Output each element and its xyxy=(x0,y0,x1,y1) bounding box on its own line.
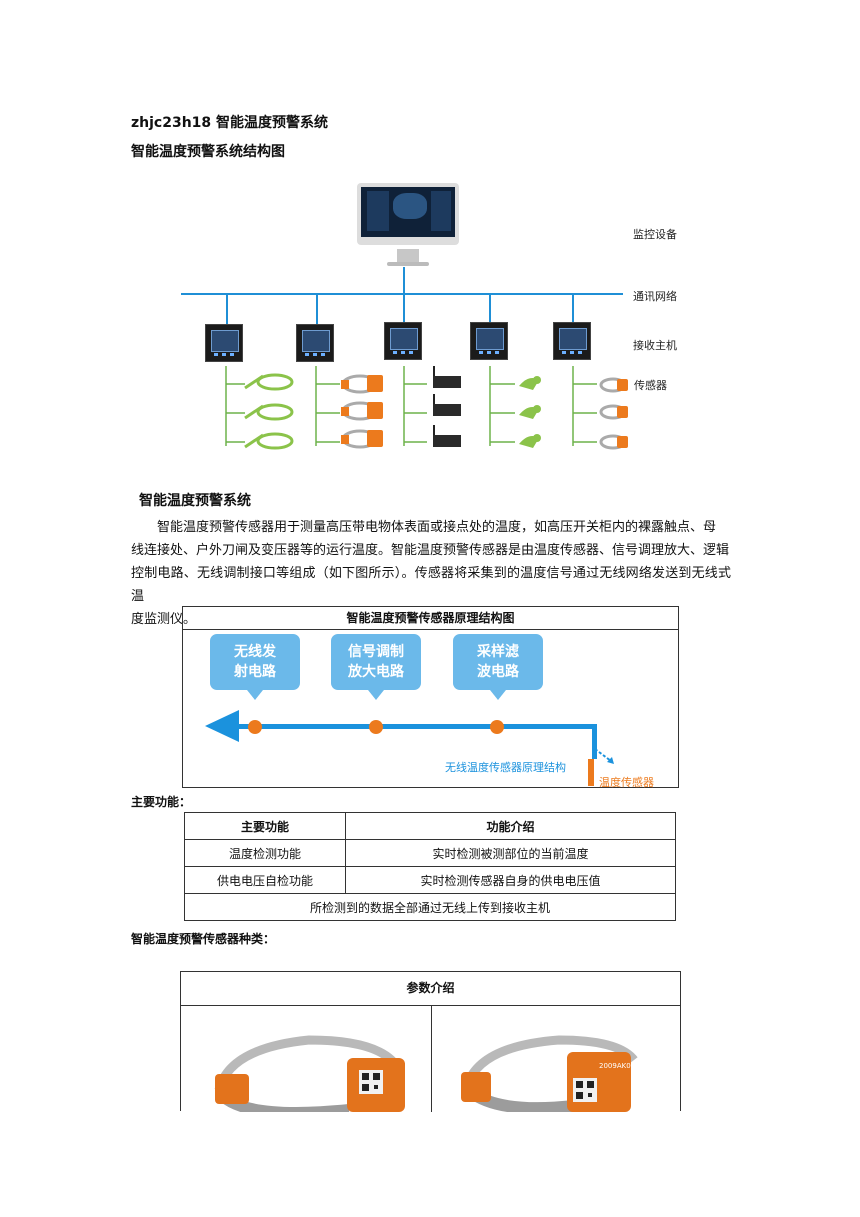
sensor-types-label: 智能温度预警传感器种类： xyxy=(131,932,276,946)
bubble-line: 波电路 xyxy=(477,664,519,680)
label-monitor-device: 监控设备 xyxy=(633,228,677,241)
ring-sensor-product-image-1 xyxy=(214,1035,405,1112)
node-dot xyxy=(369,720,383,734)
paragraph-line: 智能温度预警传感器用于测量高压带电物体表面或接点处的温度，如高压开关柜内的裸露触… xyxy=(157,520,717,535)
bubble-line: 采样滤 xyxy=(477,644,519,660)
paragraph-line: 度监测仪。 xyxy=(131,612,197,627)
label-network: 通讯网络 xyxy=(633,290,677,303)
node-dot xyxy=(248,720,262,734)
bubble-line: 放大电路 xyxy=(348,664,404,680)
header-function-intro: 功能介绍 xyxy=(345,812,676,840)
receiver-host-3 xyxy=(384,322,422,360)
bubble-line: 射电路 xyxy=(234,664,276,680)
node-dot xyxy=(490,720,504,734)
arrow-left-icon xyxy=(205,710,239,742)
orange-ring-sensor xyxy=(341,374,383,449)
bubble-sampling-filter: 采样滤 波电路 xyxy=(453,634,543,700)
functions-label: 主要功能： xyxy=(131,795,192,809)
small-orange-ring-sensor xyxy=(599,377,628,450)
receiver-host-4 xyxy=(470,322,508,360)
principle-diagram: 智能温度预警传感器原理结构图 无线发 射电路 信号调制 放大电路 采样滤 波电路… xyxy=(182,606,679,789)
paragraph-line: 线连接处、户外刀闸及变压器等的运行温度。智能温度预警传感器是由温度传感器、信号调… xyxy=(131,543,730,558)
green-clip-sensor xyxy=(519,376,541,448)
temp-sensor-probe xyxy=(588,759,594,786)
parameter-table: 参数介绍 2009AK0735 xyxy=(180,971,681,1112)
table-row: 所检测到的数据全部通过无线上传到接收主机 xyxy=(184,893,676,921)
functions-table: 主要功能 功能介绍 温度检测功能 实时检测被测部位的当前温度 供电电压自检功能 … xyxy=(184,812,676,921)
table-cell: 温度检测功能 xyxy=(184,839,346,867)
table-cell: 实时检测被测部位的当前温度 xyxy=(345,839,676,867)
section-title: 智能温度预警系统 xyxy=(139,493,251,509)
signal-path-line xyxy=(233,724,597,729)
document-title: zhjc23h18 智能温度预警系统 xyxy=(131,115,329,131)
black-antenna-sensor xyxy=(433,366,461,447)
label-sensor: 传感器 xyxy=(634,379,667,392)
table-header-row: 主要功能 功能介绍 xyxy=(184,812,676,840)
bubble-line: 无线发 xyxy=(234,644,276,660)
section-paragraph: 智能温度预警传感器用于测量高压带电物体表面或接点处的温度，如高压开关柜内的裸露触… xyxy=(131,516,731,631)
signal-path-riser xyxy=(592,724,597,759)
parameter-table-title: 参数介绍 xyxy=(181,972,680,1006)
receiver-host-2 xyxy=(296,324,334,362)
table-row: 温度检测功能 实时检测被测部位的当前温度 xyxy=(184,839,676,867)
green-coil-sensor xyxy=(244,373,294,450)
table-footer-cell: 所检测到的数据全部通过无线上传到接收主机 xyxy=(184,893,676,921)
sensor-branches xyxy=(225,366,628,450)
monitor-device-image xyxy=(357,183,459,267)
principle-caption: 无线温度传感器原理结构 xyxy=(445,761,566,774)
principle-diagram-title: 智能温度预警传感器原理结构图 xyxy=(183,607,678,630)
table-cell: 实时检测传感器自身的供电电压值 xyxy=(345,866,676,894)
label-receiver-host: 接收主机 xyxy=(633,339,677,352)
device-tag-text: 2009AK0735 xyxy=(599,1062,644,1070)
temp-sensor-label: 温度传感器 xyxy=(599,776,654,789)
table-row: 供电电压自检功能 实时检测传感器自身的供电电压值 xyxy=(184,866,676,894)
dashed-arrow-icon xyxy=(594,748,614,764)
structure-diagram-title: 智能温度预警系统结构图 xyxy=(131,144,285,160)
bubble-line: 信号调制 xyxy=(348,644,404,660)
paragraph-line: 控制电路、无线调制接口等组成（如下图所示）。传感器将采集到的温度信号通过无线网络… xyxy=(131,566,731,604)
bubble-signal-modulation: 信号调制 放大电路 xyxy=(331,634,421,700)
receiver-host-1 xyxy=(205,324,243,362)
table-cell: 供电电压自检功能 xyxy=(184,866,346,894)
header-main-function: 主要功能 xyxy=(184,812,346,840)
bubble-wireless-transmit: 无线发 射电路 xyxy=(210,634,300,700)
ring-sensor-product-image-2: 2009AK0735 xyxy=(461,1035,644,1112)
receiver-host-5 xyxy=(553,322,591,360)
